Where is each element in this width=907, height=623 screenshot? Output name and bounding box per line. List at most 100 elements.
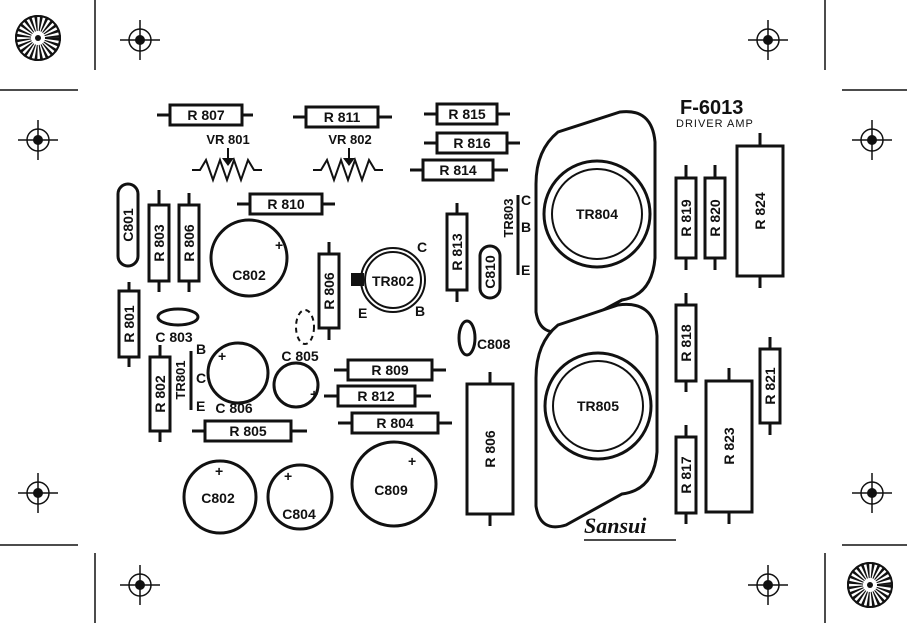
resistor-r817: R 817 (674, 425, 698, 524)
crosshair-icon (120, 565, 160, 605)
crosshair-icon (852, 473, 892, 513)
pin-label-e: E (521, 262, 530, 278)
crosshair-icon (748, 565, 788, 605)
capacitor-label: C802 (201, 490, 235, 506)
resistor-label: R 802 (152, 375, 168, 413)
transistor-tr803: TR803 C B E (501, 192, 531, 278)
capacitor-c809: + C809 (350, 440, 438, 528)
resistor-label: R 821 (762, 367, 778, 405)
transistor-label: TR804 (576, 206, 618, 222)
crosshair-icon (18, 120, 58, 160)
pin-label-c: C (196, 370, 206, 386)
transistor-label: TR801 (173, 360, 188, 399)
resistor-r809: R 809 (334, 358, 446, 382)
resistor-label: R 818 (678, 324, 694, 362)
resistor-r806-a: R 806 (177, 193, 201, 292)
resistor-label: R 807 (187, 107, 225, 123)
pin-label-b: B (415, 303, 425, 319)
starburst-icon (15, 15, 61, 61)
board-title: DRIVER AMP (676, 118, 754, 130)
capacitor-c808: C808 (457, 319, 511, 357)
resistor-label: R 810 (267, 196, 305, 212)
resistor-r824: R 824 (735, 133, 785, 288)
resistor-r819: R 819 (674, 165, 698, 270)
transistor-tr801: TR801 B C E (173, 341, 206, 414)
transistor-label: TR803 (501, 198, 516, 237)
polarity-plus: + (275, 237, 283, 253)
pin-label-c: C (521, 192, 531, 208)
resistor-r815: R 815 (424, 102, 510, 126)
resistor-r812: R 812 (324, 384, 431, 408)
resistor-r803: R 803 (147, 190, 171, 292)
capacitor-c802-a: + C802 (209, 218, 289, 298)
resistor-r807: R 807 (157, 103, 253, 127)
resistor-r806-b: R 806 (317, 242, 341, 340)
resistor-r806-c: R 806 (465, 372, 515, 526)
capacitor-label: C808 (477, 336, 511, 352)
capacitor-label: C801 (120, 208, 136, 242)
resistor-r814: R 814 (410, 158, 508, 182)
resistor-r818: R 818 (674, 293, 698, 392)
pin-label-b: B (196, 341, 206, 357)
capacitor-c802-b: + C802 (182, 459, 258, 535)
resistor-label: R 819 (678, 199, 694, 237)
resistor-r820: R 820 (703, 165, 727, 270)
capacitor-label: C810 (482, 255, 498, 289)
capacitor-c803: C 803 (155, 307, 200, 345)
sansui-logo: Sansui (584, 513, 676, 541)
capacitor-label: C 803 (155, 329, 193, 345)
resistor-label: R 817 (678, 456, 694, 494)
resistor-label: R 823 (721, 427, 737, 465)
resistor-label: R 803 (151, 224, 167, 262)
resistor-r811: R 811 (293, 105, 392, 129)
resistor-label: R 815 (448, 106, 486, 122)
resistor-label: R 820 (707, 199, 723, 237)
capacitor-c801: C801 (116, 182, 140, 268)
potentiometer-label: VR 802 (328, 132, 371, 147)
pin-label-e: E (196, 398, 205, 414)
pin-label-e: E (358, 305, 367, 321)
transistor-tr802: TR802 C B E (351, 239, 427, 321)
resistor-r802: R 802 (148, 345, 172, 442)
polarity-plus: + (310, 386, 318, 402)
resistor-r810: R 810 (237, 192, 335, 216)
resistor-label: R 806 (321, 272, 337, 310)
potentiometer-label: VR 801 (206, 132, 249, 147)
capacitor-c805-outline (295, 309, 315, 345)
capacitor-label: C809 (374, 482, 408, 498)
resistor-label: R 816 (453, 135, 491, 151)
capacitor-label: C804 (282, 506, 316, 522)
resistor-label: R 824 (752, 192, 768, 230)
pin-label-b: B (521, 219, 531, 235)
polarity-plus: + (218, 348, 226, 364)
potentiometer-vr802: VR 802 (313, 132, 383, 184)
capacitor-c805: + C 805 (272, 348, 320, 409)
crosshair-icon (852, 120, 892, 160)
resistor-label: R 806 (482, 430, 498, 468)
resistor-label: R 812 (357, 388, 395, 404)
resistor-r823: R 823 (704, 368, 754, 524)
resistor-r804: R 804 (338, 411, 452, 435)
crosshair-icon (120, 20, 160, 60)
resistor-label: R 805 (229, 423, 267, 439)
resistor-r813: R 813 (445, 203, 469, 302)
model-number: F-6013 (680, 97, 743, 119)
transistor-tr804: TR804 (534, 110, 657, 334)
polarity-plus: + (284, 468, 292, 484)
resistor-label: R 809 (371, 362, 409, 378)
resistor-r805: R 805 (192, 419, 307, 443)
capacitor-c804: + C804 (266, 463, 334, 531)
resistor-label: R 801 (121, 305, 137, 343)
polarity-plus: + (215, 463, 223, 479)
resistor-r821: R 821 (758, 337, 782, 435)
polarity-plus: + (408, 453, 416, 469)
capacitor-label: C 806 (215, 400, 253, 416)
crosshair-icon (18, 473, 58, 513)
pin-label-c: C (417, 239, 427, 255)
capacitor-c806: + C 806 (206, 341, 270, 416)
capacitor-c810: C810 (478, 244, 502, 300)
crosshair-icon (748, 20, 788, 60)
